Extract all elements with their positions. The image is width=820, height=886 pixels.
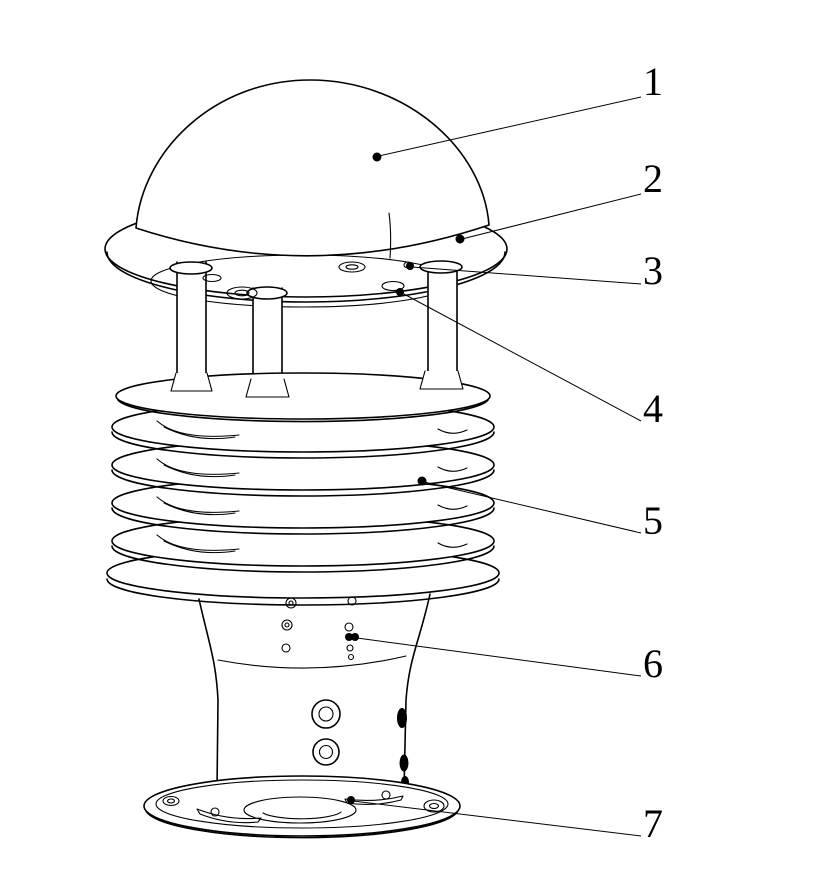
column <box>427 263 458 374</box>
base-hole <box>381 790 391 800</box>
leader-line-6 <box>356 637 642 677</box>
dome-outline <box>135 79 490 257</box>
base-fitting <box>162 795 180 807</box>
side-connector <box>397 708 407 728</box>
body-left-edge <box>198 598 219 791</box>
body-hole <box>281 619 293 631</box>
plate-hole <box>381 280 405 292</box>
leader-dot-2 <box>455 234 465 244</box>
column <box>252 287 283 382</box>
callout-label-3: 3 <box>643 248 663 293</box>
body-right-edge <box>403 593 431 791</box>
leader-dot-1 <box>372 152 382 162</box>
louver-gap-shadow <box>437 542 468 548</box>
column-foot <box>170 372 213 392</box>
column-foot <box>246 379 289 397</box>
column-foot <box>420 371 463 389</box>
plate-hole <box>234 289 250 297</box>
louver-gap-shadow <box>437 428 468 434</box>
body-fastener <box>347 653 355 661</box>
callout-label-1: 1 <box>643 59 663 104</box>
cable-grommet <box>312 738 340 766</box>
louver-plate-edge <box>111 507 495 535</box>
plate-hole <box>226 286 258 300</box>
support-columns <box>176 261 458 382</box>
ring-bottom-edge <box>106 251 506 303</box>
column-boss <box>419 260 463 274</box>
louver-plate-edge <box>117 399 489 423</box>
leader-line-7 <box>352 800 642 837</box>
base-bottom-edge <box>145 810 459 839</box>
callout-leaders <box>347 96 642 837</box>
cable-grommet <box>318 744 334 760</box>
base-fitting <box>428 802 440 810</box>
column-feet <box>170 370 464 398</box>
louver-gap-shadows <box>156 420 468 554</box>
louver-stack <box>106 372 500 606</box>
column-fill <box>428 264 457 373</box>
callout-label-6: 6 <box>643 641 663 686</box>
dome-seam <box>388 212 392 259</box>
column-boss <box>169 261 213 275</box>
base-center-opening <box>243 796 357 824</box>
body-hole <box>344 622 354 632</box>
leader-dot-3 <box>406 262 414 270</box>
louver-gap-shadow <box>437 504 468 510</box>
body-seam <box>217 655 407 669</box>
cable-grommet <box>318 706 334 722</box>
base-slot <box>344 795 404 806</box>
body-hole <box>284 622 290 628</box>
louver-gap-shadow <box>156 420 240 440</box>
leader-line-5 <box>423 481 642 534</box>
plate-hole <box>202 273 222 283</box>
column-foot <box>245 378 290 398</box>
callout-labels: 1 2 3 4 5 6 7 <box>643 59 663 846</box>
louver-gap-shadow <box>437 466 468 472</box>
body-fastener <box>346 644 354 652</box>
body-fastener <box>345 633 353 641</box>
column-foot <box>171 373 212 391</box>
column-fill <box>253 288 282 381</box>
base-fitting <box>166 798 176 804</box>
callout-label-4: 4 <box>643 386 663 431</box>
base-slot <box>196 808 262 824</box>
dome-cover <box>135 79 490 259</box>
callout-label-7: 7 <box>643 801 663 846</box>
louver-gap-shadow <box>156 496 240 516</box>
leader-dot-6 <box>351 633 359 641</box>
leader-line-1 <box>378 96 642 157</box>
side-connector <box>399 754 409 772</box>
louver-plate-edge <box>106 578 500 606</box>
louver-plate-edge <box>111 545 495 573</box>
column-foot <box>419 370 464 390</box>
base-center-opening <box>262 811 342 820</box>
column-fill <box>177 262 206 376</box>
column-boss <box>246 286 288 300</box>
louver-plate-edge <box>111 431 495 459</box>
callout-label-2: 2 <box>643 156 663 201</box>
base-outline <box>143 775 461 837</box>
cable-grommet <box>311 699 341 729</box>
base-hole <box>210 807 220 817</box>
base-fitting <box>423 799 445 813</box>
plate-hole <box>338 261 366 273</box>
sensor-body <box>198 588 431 792</box>
base-plate <box>143 775 461 839</box>
body-hole <box>281 643 291 653</box>
callout-label-5: 5 <box>643 498 663 543</box>
leader-line-2 <box>461 193 642 240</box>
louver-gap-shadow <box>156 458 240 478</box>
plate-hole <box>345 264 359 270</box>
leader-dot-5 <box>417 476 427 486</box>
base-rim <box>155 779 449 829</box>
leader-dot-4 <box>396 288 404 296</box>
leader-line-4 <box>401 292 642 422</box>
leader-line-3 <box>411 266 642 285</box>
louver-gap-shadow <box>156 534 240 554</box>
louver-plate-edge <box>111 469 495 497</box>
leader-dot-7 <box>347 796 355 804</box>
body-fill <box>199 588 430 792</box>
